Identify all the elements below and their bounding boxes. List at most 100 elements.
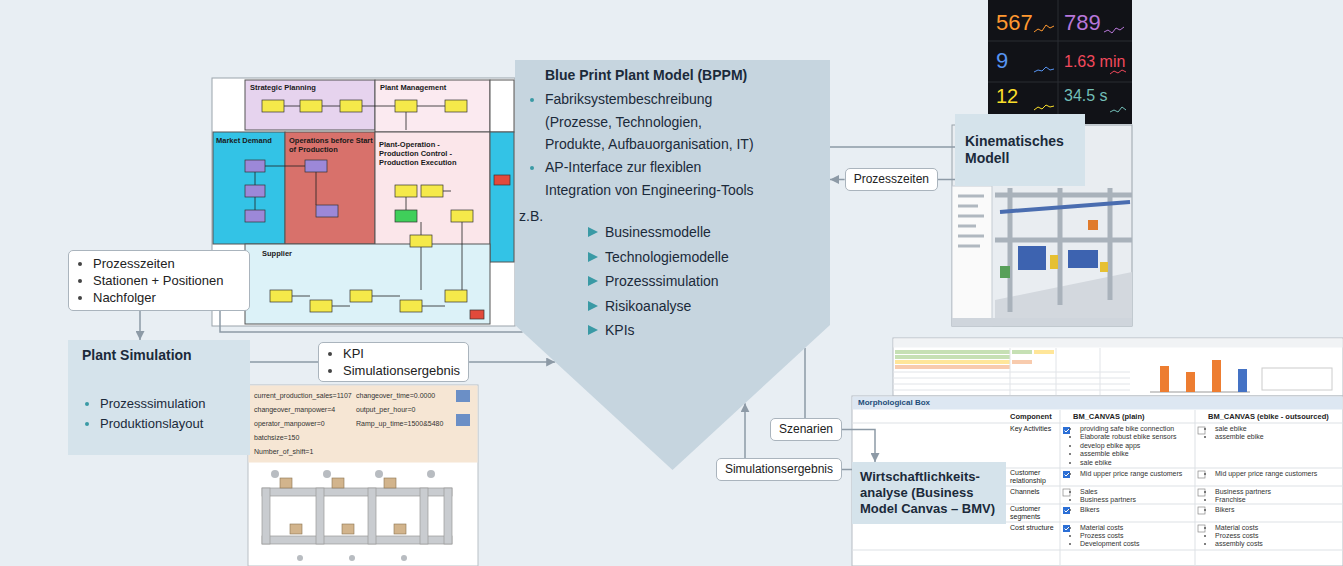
table-title: Morphological Box (858, 398, 930, 408)
checkbox (1198, 507, 1205, 514)
table-cell: Mid upper price range customers (1215, 470, 1317, 478)
conveyor (316, 488, 324, 544)
screenshot-frame (893, 338, 1343, 396)
process-step (445, 100, 467, 112)
list-item: Businessmodelle (605, 222, 711, 242)
sink (349, 555, 355, 561)
process-step (445, 290, 467, 302)
conveyor (262, 488, 270, 544)
table-cell: Development costs (1080, 540, 1140, 548)
process-step (470, 310, 484, 319)
connector (469, 361, 555, 363)
bullet-text: Produktionslayout (100, 414, 236, 434)
flow-label: Szenarien (779, 422, 833, 437)
icon (456, 390, 470, 402)
checkbox-checked (1063, 471, 1070, 478)
process-step (451, 210, 473, 222)
region-title: Market Demand (216, 136, 282, 145)
table-row-name: Customer segments (1010, 505, 1060, 522)
process-steps (262, 100, 473, 312)
blueprint-arrow-shape: Blue Print Plant Model (BPPM)Fabriksyste… (515, 60, 830, 470)
table-cell: Sales (1080, 488, 1098, 496)
table-header-bar (853, 397, 1343, 410)
list-item: KPIs (605, 320, 635, 340)
parameter-text: changeover_time=0.0000 (356, 392, 435, 400)
region (285, 132, 375, 244)
machine-part (1050, 255, 1058, 269)
region (490, 80, 514, 132)
beam (1000, 202, 1130, 212)
process-box: Wirtschaftlichkeits- analyse (Business M… (852, 462, 1006, 524)
conveyor (444, 488, 452, 544)
process-steps (245, 160, 338, 222)
table-row-name: Channels (1010, 488, 1060, 496)
process-box: Plant SimulationProzesssimulationProdukt… (68, 340, 250, 455)
node-title: Kinematisches Modell (965, 133, 1075, 167)
table-cell: Prozess costs (1215, 532, 1259, 540)
station (332, 478, 344, 488)
connector (842, 430, 875, 463)
cell-row (895, 350, 1010, 354)
connector (938, 179, 955, 181)
process-step (262, 100, 284, 112)
checkbox-checked (1063, 525, 1070, 532)
parameter-text: batchsize=150 (254, 434, 299, 442)
dashboard-value: 1.63 min (1064, 52, 1125, 71)
flow-label-box: KPISimulationsergebnis (318, 342, 469, 382)
parameter-text: Ramp_up_time=1500&5480 (356, 420, 443, 428)
table-cell: Bikers (1215, 506, 1234, 514)
dashboard-value: 567 (996, 10, 1033, 36)
connector (139, 311, 141, 340)
cell-row (895, 360, 1010, 364)
table-cell: Franchise (1215, 496, 1246, 504)
process-step (300, 100, 322, 112)
process-step (305, 160, 327, 172)
table-cell: Material costs (1080, 524, 1123, 532)
process-step (410, 235, 432, 247)
sparkline (1034, 67, 1054, 72)
note-text: z.B. (519, 206, 543, 226)
region (245, 80, 375, 130)
process-step (310, 300, 332, 312)
table-grid (852, 410, 1343, 566)
process-box: Kinematisches Modell (955, 114, 1085, 186)
flow-label-box: ProzesszeitenStationen + PositionenNachf… (68, 250, 250, 311)
parameter-panel (249, 386, 478, 463)
table-cell: Business partners (1215, 488, 1271, 496)
connector (830, 179, 845, 181)
source (323, 470, 331, 478)
checkbox (1198, 427, 1205, 434)
plant-simulation-screenshot (248, 385, 478, 566)
region-title: Supplier (262, 249, 342, 258)
sink (297, 555, 303, 561)
screenshot-frame (212, 78, 515, 326)
cell-row (895, 355, 1010, 359)
table-cell: assemble ebike (1080, 450, 1129, 458)
process-step (245, 185, 265, 197)
bullet-text: Prozesssimulation (100, 394, 236, 414)
process-step (340, 100, 362, 112)
cell (1012, 350, 1032, 354)
sources (271, 470, 435, 561)
flow-label: Simulationsergebnis (725, 462, 833, 477)
node-title: Wirtschaftlichkeits- analyse (Business M… (860, 469, 998, 517)
table-cell: sale ebike (1215, 425, 1247, 433)
screenshot-frame (852, 396, 1343, 566)
dashboard-screenshot (988, 0, 1132, 124)
parameter-text: operator_manpower=0 (254, 420, 325, 428)
region (490, 132, 514, 262)
sparkline (1034, 105, 1054, 110)
morphological-box-screenshot (852, 396, 1343, 566)
process-step (270, 290, 292, 302)
process-step (395, 185, 417, 197)
region (375, 132, 490, 262)
connector (842, 469, 852, 471)
toolbar (952, 186, 992, 326)
flow-label: Prozesszeiten (854, 172, 929, 187)
table-cell: develop ebike apps (1080, 442, 1140, 450)
chart-bar (1186, 372, 1195, 392)
table-row-name: Key Activities (1010, 425, 1060, 433)
spreadsheet-screenshot (893, 338, 1343, 396)
machine-part (1100, 262, 1108, 272)
machine-part (1018, 246, 1046, 270)
